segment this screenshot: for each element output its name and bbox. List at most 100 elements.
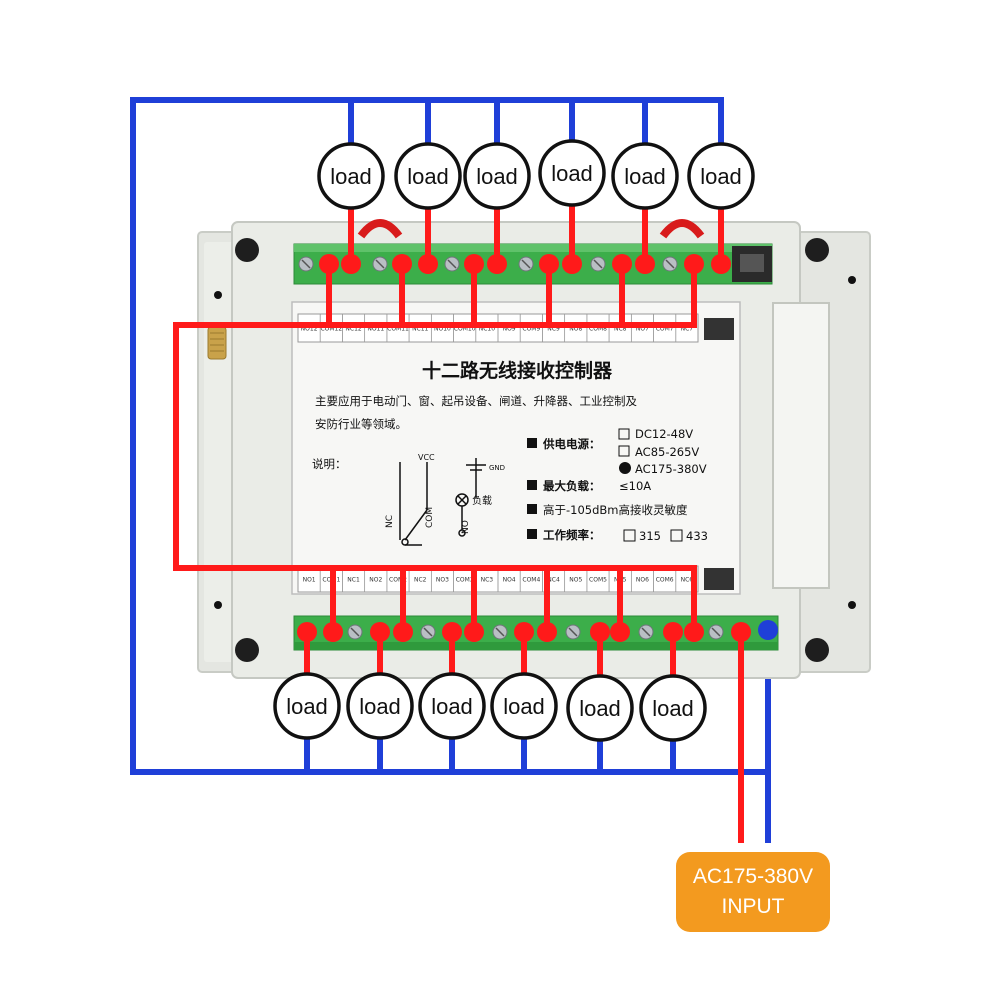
spec-freq-label: 工作频率： [543,528,601,542]
terminal-label: NC4 [547,577,560,584]
top-load-1: load [317,142,385,210]
top-load-2: load [394,142,462,210]
terminal-screw [708,624,724,640]
load-label: load [700,164,742,189]
schematic-no-label: NO [461,520,471,534]
terminal-label: COM5 [589,577,607,584]
power-option-0: DC12-48V [635,427,693,441]
terminal-label: NC3 [481,577,494,584]
terminal-screw [518,256,534,272]
neutral-wiring [130,97,771,843]
spec-power-label: 供电电源： [542,437,601,451]
load-label: load [407,164,449,189]
terminal-label: COM8 [589,326,607,333]
spec-bullet [527,529,537,539]
terminal-label: NO12 [301,326,318,333]
terminal-label: NC7 [681,326,694,333]
terminal-label: NC12 [345,326,361,333]
terminal-label: NC8 [614,326,627,333]
bottom-load-5: load [566,674,634,742]
terminal-label: NC11 [412,326,428,333]
top-load-6: load [687,142,755,210]
load-label: load [503,694,545,719]
top-load-5: load [611,142,679,210]
brand-badge [704,568,734,590]
bottom-load-4: load [490,672,558,740]
terminal-screw [662,256,678,272]
terminal-label: COM4 [522,577,540,584]
load-label: load [286,694,328,719]
load-label: load [359,694,401,719]
checkbox-dc[interactable] [618,428,630,440]
terminal-label: COM7 [656,326,674,333]
terminal-screw [347,624,363,640]
terminal-screw [638,624,654,640]
panel-description-line2: 安防行业等领域。 [315,417,407,431]
top-loads: load load load load load load [317,139,755,210]
bottom-load-1: load [273,672,341,740]
terminal-label: NO11 [367,326,384,333]
terminal-screw [420,624,436,640]
checkbox-433[interactable] [670,529,683,542]
panel-title: 十二路无线接收控制器 [422,359,613,382]
checkbox-ac85[interactable] [618,445,630,457]
schematic-com-label: COM [425,507,435,528]
mount-hole [235,638,259,662]
terminal-label: NO7 [636,326,649,333]
load-label: load [652,696,694,721]
terminal-label: COM2 [389,577,407,584]
terminal-label: NO3 [436,577,449,584]
relay-schematic [399,458,486,546]
checkbox-315[interactable] [623,529,636,542]
bottom-load-2: load [346,672,414,740]
terminal-label: NO10 [434,326,451,333]
terminal-label: NC9 [547,326,560,333]
bottom-load-3: load [418,672,486,740]
top-load-4: load [538,139,606,207]
terminal-label: NO6 [636,577,649,584]
terminal-label: NC6 [681,577,694,584]
mount-hole [805,638,829,662]
load-label: load [624,164,666,189]
bottom-terminal-block [293,615,779,651]
checkbox-ac175-checked[interactable] [619,462,631,474]
input-voltage-label: AC175-380V [692,865,814,888]
panel-description-line1: 主要应用于电动门、窗、起吊设备、闸道、升降器、工业控制及 [315,394,637,408]
schematic-load-label: 负载 [472,494,492,507]
terminal-label: NO5 [569,577,582,584]
schematic-vcc-label: VCC [418,453,435,462]
antenna-icon [207,326,227,360]
terminal-label: NO8 [569,326,582,333]
terminal-label: NO1 [303,577,316,584]
freq-option-1: 433 [686,529,708,543]
terminal-screw [492,624,508,640]
load-label: load [330,164,372,189]
power-option-1: AC85-265V [635,445,699,459]
power-option-2: AC175-380V [635,462,707,476]
mount-hole [235,238,259,262]
terminal-label: COM11 [387,326,409,333]
spec-bullet [527,438,537,448]
terminal-label: COM12 [320,326,342,333]
load-label: load [579,696,621,721]
spec-sensitivity: 高于-105dBm高接收灵敏度 [543,503,688,517]
schematic-nc-label: NC [385,515,395,528]
terminal-label: NO4 [503,577,516,584]
spec-bullet [527,504,537,514]
spec-max-load-value: ≤10A [619,479,651,493]
brand-badge [704,318,734,340]
terminal-screw [372,256,388,272]
spec-max-load-label: 最大负载： [543,479,601,493]
terminal-label: NO9 [503,326,516,333]
top-load-3: load [463,142,531,210]
load-label: load [431,694,473,719]
load-label: load [476,164,518,189]
wire-terminal-dots [297,254,778,642]
load-label: load [551,161,593,186]
terminal-label: NC1 [347,577,360,584]
terminal-label: COM10 [454,326,476,333]
terminal-label: COM3 [456,577,474,584]
terminal-label: NO2 [369,577,382,584]
terminal-screw [298,256,314,272]
